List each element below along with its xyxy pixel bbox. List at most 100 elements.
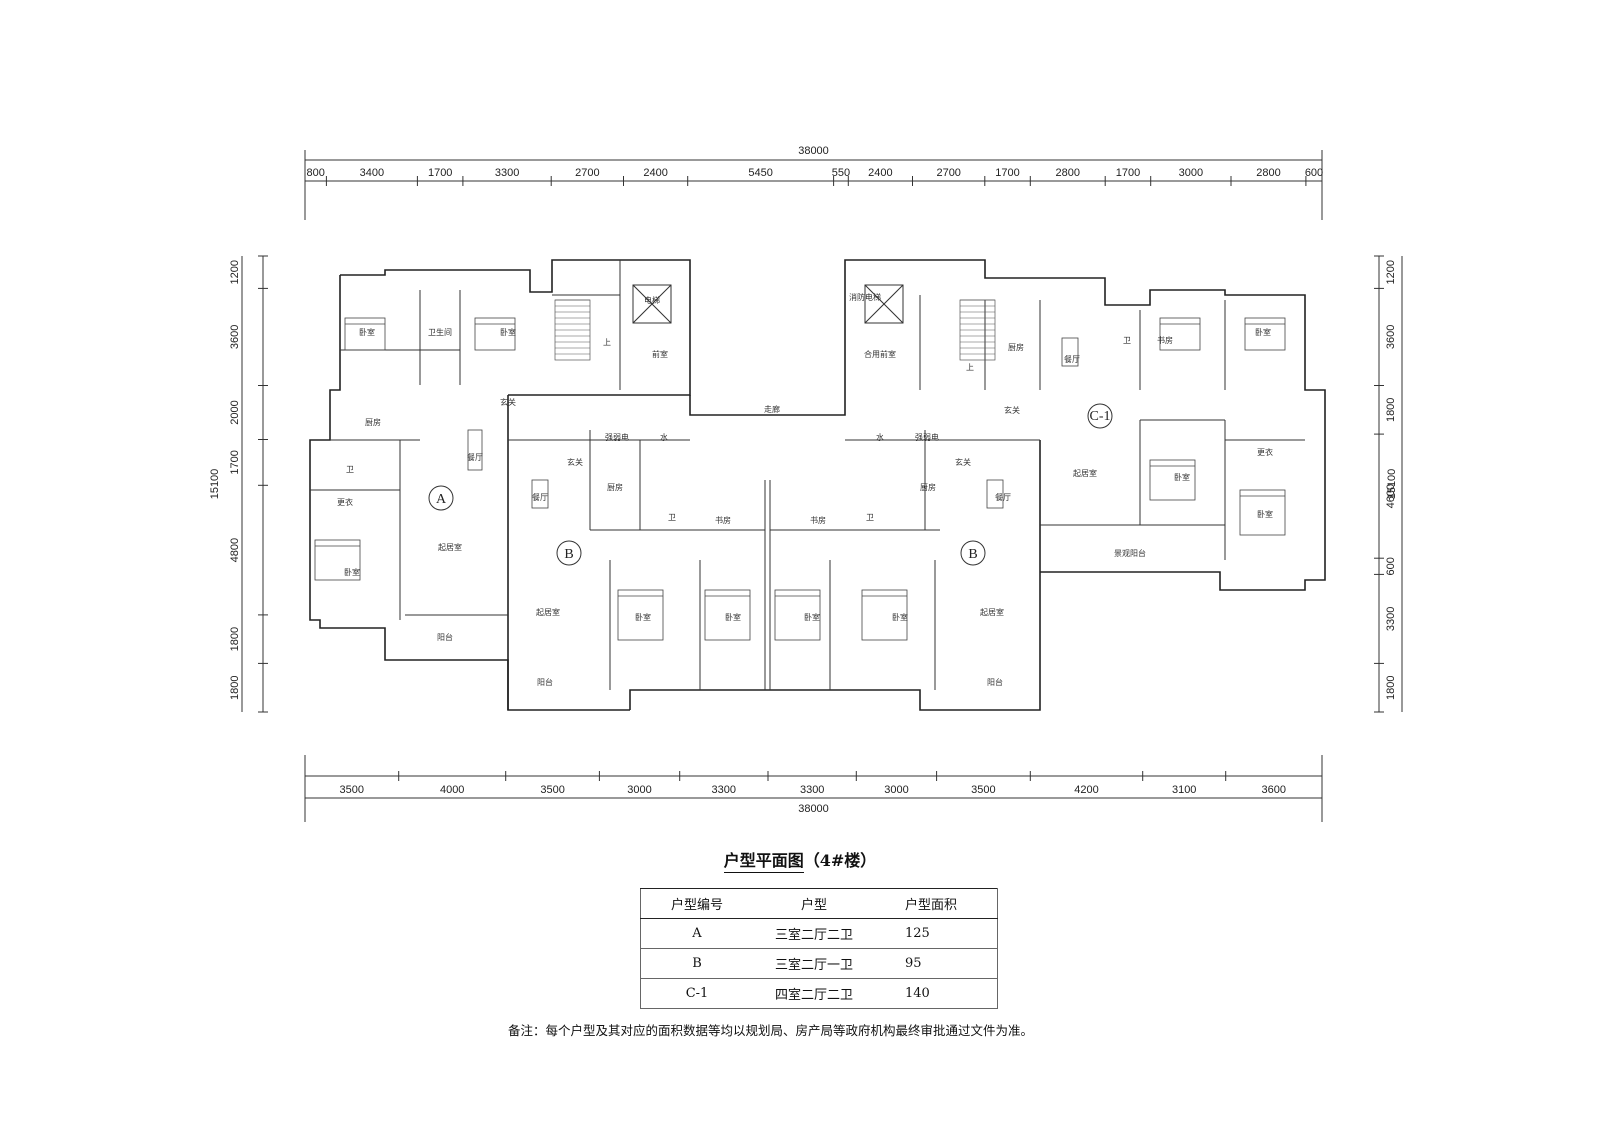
dimension-label: 3000 [627,784,651,796]
dimension-label: 3300 [1385,607,1397,631]
room-label: 玄关 [955,457,971,467]
dimension-total: 38000 [798,803,829,815]
cell-unit-type: 三室二厅二卫 [753,918,875,949]
unit-area-table: 户型编号 户型 户型面积 A 三室二厅二卫 125 B 三室二厅一卫 95 C-… [640,888,998,1009]
dimension-label: 4000 [440,784,464,796]
dimension-label: 1800 [229,627,241,651]
room-label: 前室 [652,349,668,359]
table-header-row: 户型编号 户型 户型面积 [640,888,998,919]
dimension-lines [241,150,1403,822]
cell-unit-type: 三室二厅一卫 [753,948,875,979]
room-label: 卫 [668,513,676,522]
bed-shape [704,589,751,641]
table-shape [1061,337,1079,367]
room-label: 卫 [346,465,354,474]
table-row: C-1 四室二厅二卫 140 [640,978,998,1009]
unit-b-left-marker [556,540,582,566]
dimension-label: 2800 [1256,167,1280,179]
dimension-label: 2700 [575,167,599,179]
room-label: 卧室 [1174,472,1190,482]
disclaimer-note: 备注：每个户型及其对应的面积数据等均以规划局、房产局等政府机构最终审批通过文件为… [508,1023,1034,1038]
dimension-label: 3300 [800,784,824,796]
stairs [554,299,996,361]
room-label: 书房 [1157,335,1173,345]
room-label: 起居室 [438,542,462,552]
dimension-label: 4600 [1385,484,1397,508]
room-label: 电梯 [644,295,660,305]
room-label: 餐厅 [467,453,483,462]
bed-shape [314,539,361,581]
bed-shape [1159,317,1201,351]
cell-unit-type: 四室二厅二卫 [753,978,875,1009]
col-header: 户型面积 [875,888,998,919]
dimension-label: 3500 [971,784,995,796]
bed-shape [1149,459,1196,501]
room-label: 走廊 [764,404,780,414]
title-sub: （4#楼） [803,851,877,870]
room-label: 厨房 [1008,342,1024,352]
interior-walls [310,260,1305,690]
dimension-label: 4200 [1074,784,1098,796]
dimension-label: 2400 [643,167,667,179]
room-label: 更衣 [337,497,353,507]
bed-shape [774,589,821,641]
room-label: 餐厅 [995,493,1011,502]
room-label: 起居室 [1073,468,1097,478]
dimension-label: 600 [1385,557,1397,575]
unit-b-right-label: B [968,547,977,562]
dimension-label: 1800 [1385,398,1397,422]
room-label: 卧室 [892,612,908,622]
exterior-walls [309,259,1326,711]
room-label: 玄关 [500,397,516,407]
room-label: 起居室 [536,607,560,617]
cell-unit-area: 125 [875,918,998,949]
dimension-label: 3400 [360,167,384,179]
col-header: 户型 [753,888,875,919]
dimension-label: 3600 [229,325,241,349]
room-label: 卧室 [1255,327,1271,337]
table-shape [467,429,483,471]
room-label: 水 [660,432,668,442]
room-label: 玄关 [567,457,583,467]
table-shape [986,479,1004,509]
table-row: B 三室二厅一卫 95 [640,948,998,979]
room-label: 书房 [715,515,731,525]
dimension-label: 3300 [495,167,519,179]
unit-c1-marker [1087,403,1113,429]
room-label: 阳台 [537,677,553,687]
dimension-label: 1800 [1385,675,1397,699]
room-label: 厨房 [920,482,936,492]
dimension-label: 1700 [428,167,452,179]
unit-c1-label: C-1 [1090,409,1111,424]
dimension-label: 550 [832,167,850,179]
room-label: 卧室 [804,612,820,622]
bed-shape [474,317,516,351]
room-label: 卧室 [1257,509,1273,519]
room-label: 卧室 [344,567,360,577]
dimension-label: 2400 [868,167,892,179]
cell-unit-code: C-1 [640,978,753,1009]
table-shape [531,479,549,509]
dimension-label: 1800 [229,675,241,699]
room-label: 厨房 [607,482,623,492]
dimension-label: 2700 [936,167,960,179]
dimension-label: 3600 [1262,784,1286,796]
room-label: 合用前室 [864,349,896,359]
dimension-label: 800 [307,167,325,179]
dimension-label: 3000 [1179,167,1203,179]
dimension-label: 1700 [229,450,241,474]
room-label: 厨房 [365,417,381,427]
room-label: 起居室 [980,607,1004,617]
room-label: 更衣 [1257,447,1273,457]
dimension-label: 3100 [1172,784,1196,796]
dimension-label: 3500 [540,784,564,796]
cell-unit-code: A [640,918,753,949]
room-label: 卫生间 [428,327,452,337]
dimension-label: 1200 [1385,260,1397,284]
dimension-label: 2000 [229,400,241,424]
dimension-total: 15100 [1386,469,1398,500]
title-main: 户型平面图 [723,851,804,873]
table-row: A 三室二厅二卫 125 [640,918,998,949]
dimension-label: 5450 [748,167,772,179]
bed-shape [1239,489,1286,536]
